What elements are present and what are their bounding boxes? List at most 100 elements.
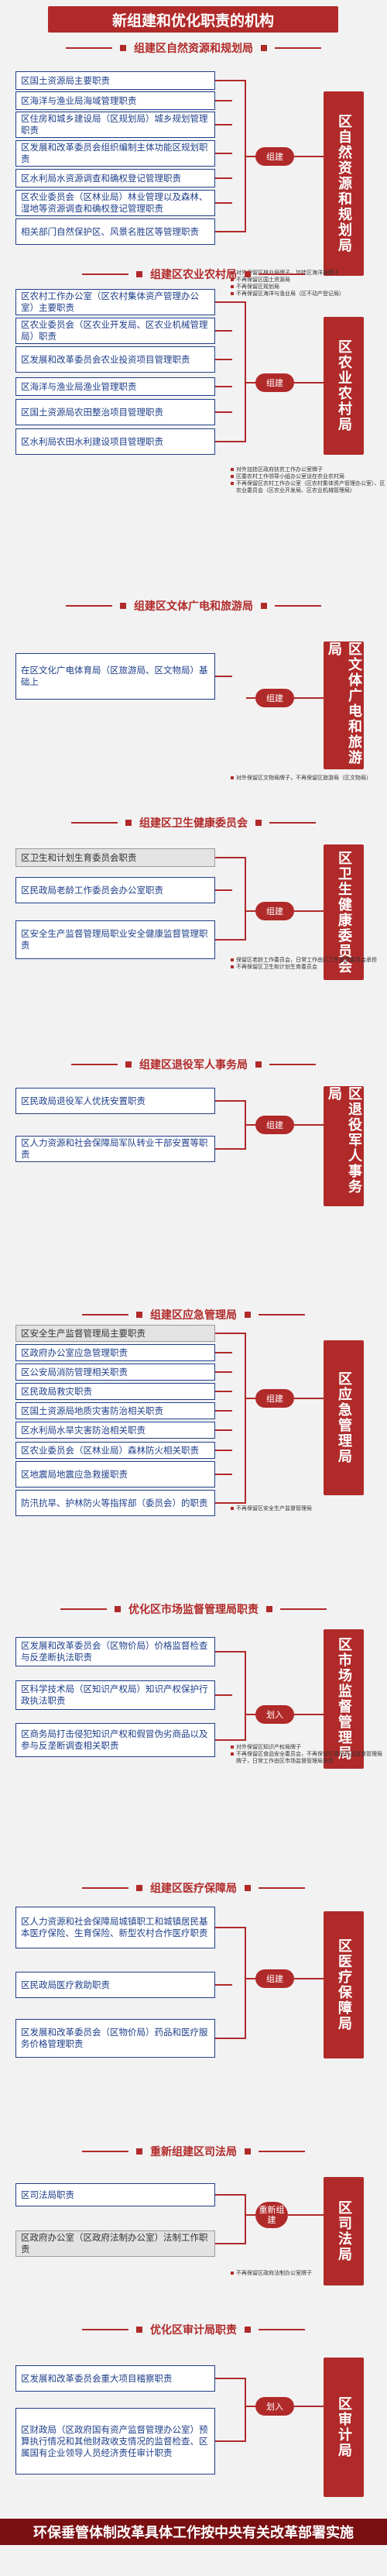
- title-rule: [71, 1064, 118, 1065]
- note-text: 区委农村工作领导小组办公室设在农业农村局: [236, 473, 344, 480]
- agency-name: 区医疗保障局: [324, 1911, 364, 2058]
- connector-line: [246, 2214, 255, 2216]
- notes-list: 保留区老龄工作委员会，日常工作由区卫生健康委员会承担不再保留区卫生和计划生育委员…: [231, 957, 385, 971]
- section-title-text: 组建区文体广电和旅游局: [134, 600, 253, 613]
- connector-line: [215, 2378, 232, 2379]
- bullet-square-icon: [231, 1752, 234, 1756]
- action-label: 组建: [255, 1116, 294, 1134]
- section-title: 组建区卫生健康委员会: [0, 813, 387, 832]
- source-duty-box: 区海洋与渔业局海域管理职责: [15, 91, 215, 110]
- bullet-square-icon: [231, 1507, 234, 1510]
- note-item: 不再保留区国土资源局: [231, 277, 385, 284]
- title-rule: [60, 1608, 107, 1610]
- bullet-square-icon: [231, 776, 234, 779]
- merge-bracket: [232, 2378, 246, 2442]
- note-text: 对外保留区知识产权局牌子: [236, 1744, 301, 1750]
- title-rule: [259, 2151, 305, 2152]
- title-rule: [66, 47, 112, 49]
- section-2: 组建区农业农村局区农村工作办公室（区农村集体资产管理办公室）主要职责区农业委员会…: [0, 265, 387, 521]
- agency-name: 区应急管理局: [324, 1340, 364, 1495]
- connector-line: [246, 1978, 255, 1979]
- source-duty-box: 区水利局水旱灾害防治相关职责: [15, 1422, 215, 1439]
- connector-line: [215, 1502, 232, 1504]
- connector-line: [246, 156, 255, 157]
- source-duty-box: 区发展和改革委员会组织编制主体功能区规划职责: [15, 140, 215, 167]
- bullet-square-icon: [231, 2272, 234, 2275]
- action-label: 组建: [255, 1969, 294, 1988]
- note-item: 不再保留区卫生和计划生育委员会: [231, 964, 385, 971]
- connector-line: [215, 2440, 232, 2442]
- note-item: 对外加挂区政府扶贫工作办公室牌子: [231, 466, 385, 473]
- title-rule: [82, 1314, 128, 1316]
- bullet-square-icon: [231, 475, 234, 478]
- action-label: 划入: [255, 2397, 294, 2416]
- section-5: 组建 区退役军人事务局 区民政局退役军人优抚安置职责区人力资源和社会保障局军队转业干…: [0, 1055, 387, 1311]
- source-duty-box: 区卫生和计划生育委员会职责: [15, 848, 215, 867]
- connector-line: [215, 1651, 232, 1653]
- source-duty-box: 区民政局医疗救助职责: [15, 1972, 215, 1998]
- title-rule: [82, 2329, 128, 2330]
- merge-bracket: [232, 1651, 246, 1741]
- section-4: 组建区卫生健康委员会区卫生和计划生育委员会职责区民政局老龄工作委员会办公室职责区…: [0, 813, 387, 1069]
- connector-line: [215, 2243, 232, 2244]
- agency-name: 区卫生健康委员会: [324, 844, 364, 980]
- connector-line: [215, 1333, 232, 1334]
- bullet-square-icon: [231, 271, 234, 274]
- section-title-text: 组建区农业农村局: [150, 269, 237, 281]
- connector-line: [215, 1927, 232, 1928]
- connector-line: [215, 441, 232, 442]
- source-duty-box: 区农业委员会（区林业局）森林防火相关职责: [15, 1442, 215, 1459]
- source-duty-box: 相关部门自然保护区、风景名胜区等管理职责: [15, 218, 215, 245]
- connector-line: [215, 1474, 232, 1475]
- connector-line: [294, 910, 324, 912]
- note-text: 不再保留区规划局: [236, 284, 279, 290]
- agency-name: 区农业农村局: [324, 317, 364, 455]
- section-title: 组建区自然资源和规划局: [0, 39, 387, 57]
- bullet-square-icon: [231, 958, 234, 961]
- connector-line: [215, 80, 232, 81]
- connector-line: [215, 1429, 232, 1431]
- merge-bracket: [232, 301, 246, 442]
- title-rule: [259, 273, 305, 275]
- section-title: 组建区应急管理局: [0, 1305, 387, 1324]
- bullet-square-icon: [231, 482, 234, 485]
- title-rule: [280, 1608, 327, 1610]
- source-duty-box: 区发展和改革委员会农业投资项目管理职责: [15, 346, 215, 373]
- title-rule: [82, 1887, 128, 1889]
- note-text: 不再保留区农村工作办公室（区农村集体资产管理办公室）、区农业委员会（区农业开发局…: [236, 480, 385, 494]
- title-rule: [259, 2329, 305, 2330]
- merge-bracket: [232, 1333, 246, 1504]
- connector-line: [246, 1398, 255, 1399]
- notes-list: 不再保留区安全生产监督管理局: [231, 1505, 385, 1512]
- source-duty-box: 区公安局消防管理相关职责: [15, 1364, 215, 1381]
- title-square-icon: [245, 2327, 251, 2333]
- section-10: 优化区审计局职责区发展和改革委员会重大项目稽察职责区财政局（区政府国有资产监督管…: [0, 2320, 387, 2576]
- connector-line: [215, 301, 232, 303]
- merge-bracket: [232, 857, 246, 941]
- note-item: 保留区老龄工作委员会，日常工作由区卫生健康委员会承担: [231, 957, 385, 964]
- source-duty-box: 区民政局退役军人优抚安置职责: [15, 1088, 215, 1114]
- source-duty-box: 区地震局地震应急救援职责: [15, 1461, 215, 1487]
- section-title: 组建区文体广电和旅游局: [0, 597, 387, 615]
- title-square-icon: [255, 1061, 262, 1068]
- connector-line: [294, 1124, 324, 1126]
- note-item: 对外保留区文物局牌子，不再保留区旅游局（区文物局）: [231, 775, 385, 782]
- title-rule: [275, 47, 321, 49]
- merge-bracket: [232, 676, 246, 700]
- title-square-icon: [136, 2148, 142, 2155]
- agency-name: 区退役军人事务局: [324, 1086, 364, 1206]
- source-duty-box: 区发展和改革委员会重大项目稽察职责: [15, 2365, 215, 2392]
- bullet-square-icon: [231, 278, 234, 281]
- connector-line: [215, 1694, 232, 1696]
- source-duty-box: 区人力资源和社会保障局军队转业干部安置等职责: [15, 1136, 215, 1162]
- title-square-icon: [245, 1885, 251, 1891]
- merge-bracket: [232, 80, 246, 232]
- action-label: 组建: [255, 1389, 294, 1408]
- title-rule: [259, 1314, 305, 1316]
- connector-line: [246, 1714, 255, 1715]
- note-item: 对外保留区林业局牌子，加挂区海洋局牌子: [231, 270, 385, 277]
- note-item: 不再保留区农村工作办公室（区农村集体资产管理办公室）、区农业委员会（区农业开发局…: [231, 480, 385, 494]
- connector-line: [294, 697, 324, 699]
- title-square-icon: [245, 1312, 251, 1318]
- title-square-icon: [136, 1885, 142, 1891]
